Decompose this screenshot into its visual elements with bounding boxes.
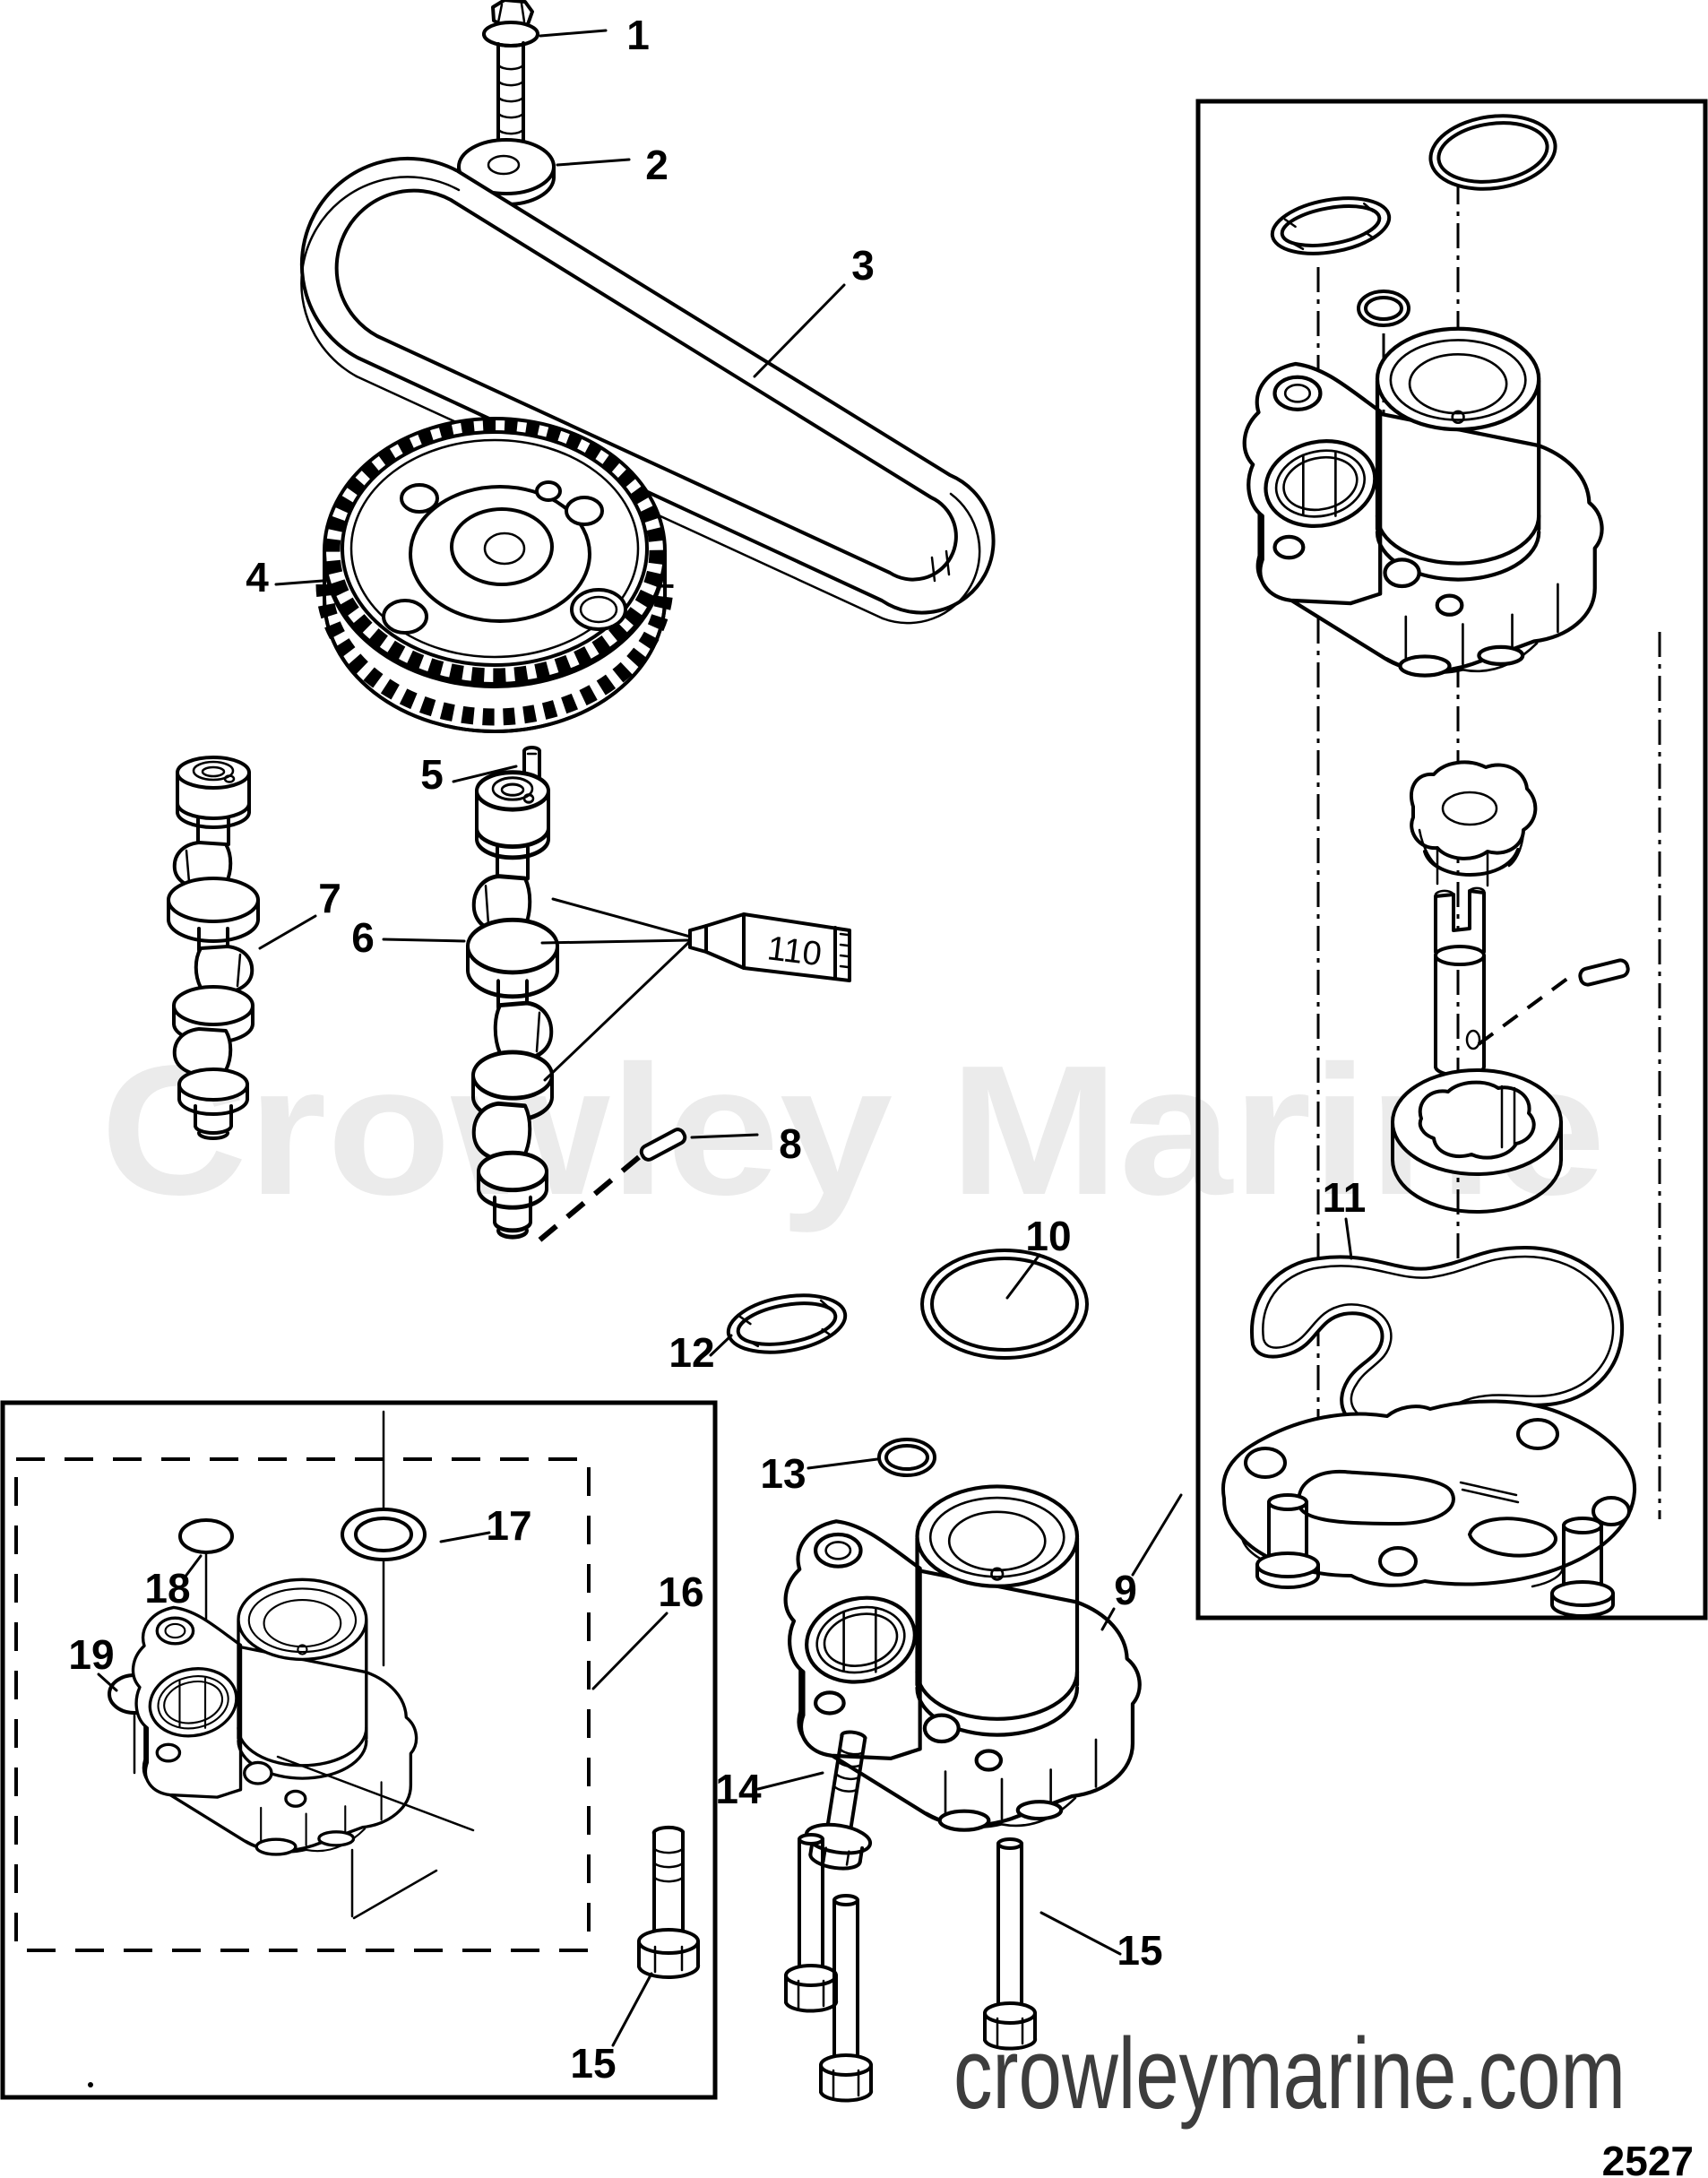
flange-bolt-1 — [482, 0, 539, 149]
outer-rotor — [1391, 1068, 1563, 1214]
large-o-ring-top — [1428, 114, 1557, 191]
left-detail-box — [0, 1400, 718, 2100]
callout-7: 7 — [318, 875, 341, 921]
callout-3: 3 — [851, 242, 875, 289]
callout-19: 19 — [68, 1631, 114, 1678]
callout-15-right: 15 — [1117, 1927, 1162, 1974]
stray-dot — [88, 2082, 93, 2087]
callout-12: 12 — [669, 1329, 714, 1376]
o-ring-13 — [877, 1438, 936, 1477]
stud-15-c — [983, 1837, 1038, 2051]
small-pin-right — [1578, 958, 1630, 987]
callout-11: 11 — [1323, 1174, 1367, 1221]
right-box-contents — [1221, 114, 1661, 1618]
callout-17: 17 — [486, 1502, 531, 1549]
camshaft-6 — [468, 773, 557, 1238]
small-o-ring-top — [1357, 290, 1410, 327]
callout-18: 18 — [144, 1565, 190, 1612]
callout-5: 5 — [420, 751, 444, 798]
footer-website-text: crowleymarine.com — [953, 2018, 1626, 2130]
washer-2 — [457, 138, 556, 206]
callout-2: 2 — [645, 142, 669, 188]
callout-1: 1 — [626, 12, 650, 58]
rivet-left — [1255, 1493, 1320, 1589]
callout-8: 8 — [779, 1120, 802, 1167]
callout-16: 16 — [658, 1569, 703, 1615]
callout-6: 6 — [351, 914, 375, 961]
bolt-15-left — [637, 1825, 701, 1979]
leader-lines — [97, 29, 1353, 2047]
o-ring-10 — [920, 1249, 1089, 1360]
rivet-right — [1550, 1517, 1615, 1618]
oil-pump-9 — [786, 1486, 1140, 1829]
camshaft-7 — [167, 756, 260, 1140]
right-detail-box — [1195, 99, 1708, 1621]
callout-15-left: 15 — [570, 2040, 616, 2087]
callout-10: 10 — [1025, 1213, 1071, 1259]
stud-15-a — [784, 1833, 839, 2013]
callout-13: 13 — [760, 1450, 806, 1497]
callout-9: 9 — [1114, 1567, 1137, 1613]
left-box-contents — [108, 1410, 701, 1979]
callout-4: 4 — [246, 554, 269, 601]
seal-ring-12 — [726, 1293, 848, 1354]
page-number: 2527 — [1602, 2138, 1694, 2178]
cam-sprocket-4 — [315, 417, 674, 733]
inner-rotor — [1410, 760, 1538, 887]
callout-14: 14 — [715, 1766, 762, 1812]
stud-15-b — [819, 1894, 874, 2103]
oval-seal-top — [1270, 196, 1392, 255]
sealant-tube-label: 110 — [765, 929, 824, 973]
seal-washer-17 — [341, 1508, 427, 1561]
sealant-tube: 110 — [540, 897, 851, 1082]
timing-belt-3 — [299, 156, 996, 625]
cover-plate — [1221, 1399, 1637, 1588]
pin-8 — [534, 1128, 759, 1246]
watermark-text: Crowley Marine — [100, 1027, 1606, 1233]
